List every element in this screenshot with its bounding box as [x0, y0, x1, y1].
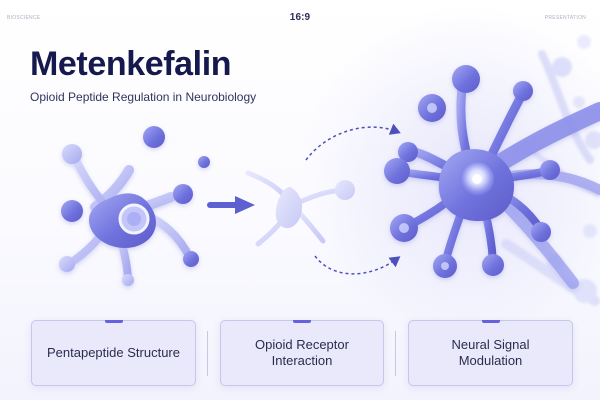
card-separator	[207, 331, 208, 376]
pentapeptide-structure-card: Pentapeptide Structure	[31, 320, 196, 386]
card-separator	[395, 331, 396, 376]
aspect-ratio-label: 16:9	[289, 12, 311, 23]
middle-receptor-icon	[245, 123, 401, 275]
slide-title: Metenkefalin	[30, 45, 232, 83]
card-label: Pentapeptide Structure	[47, 345, 180, 360]
left-neuron-icon	[59, 126, 210, 286]
slide-subtitle: Opioid Peptide Regulation in Neurobiolog…	[30, 90, 257, 104]
top-right-label: PRESENTATION	[544, 15, 586, 21]
slide-topbar: BIOSCIENCE 16:9 PRESENTATION	[0, 0, 600, 34]
top-left-label: BIOSCIENCE	[7, 15, 41, 21]
forward-arrow-icon	[207, 196, 255, 214]
right-neuron-icon	[384, 65, 600, 289]
